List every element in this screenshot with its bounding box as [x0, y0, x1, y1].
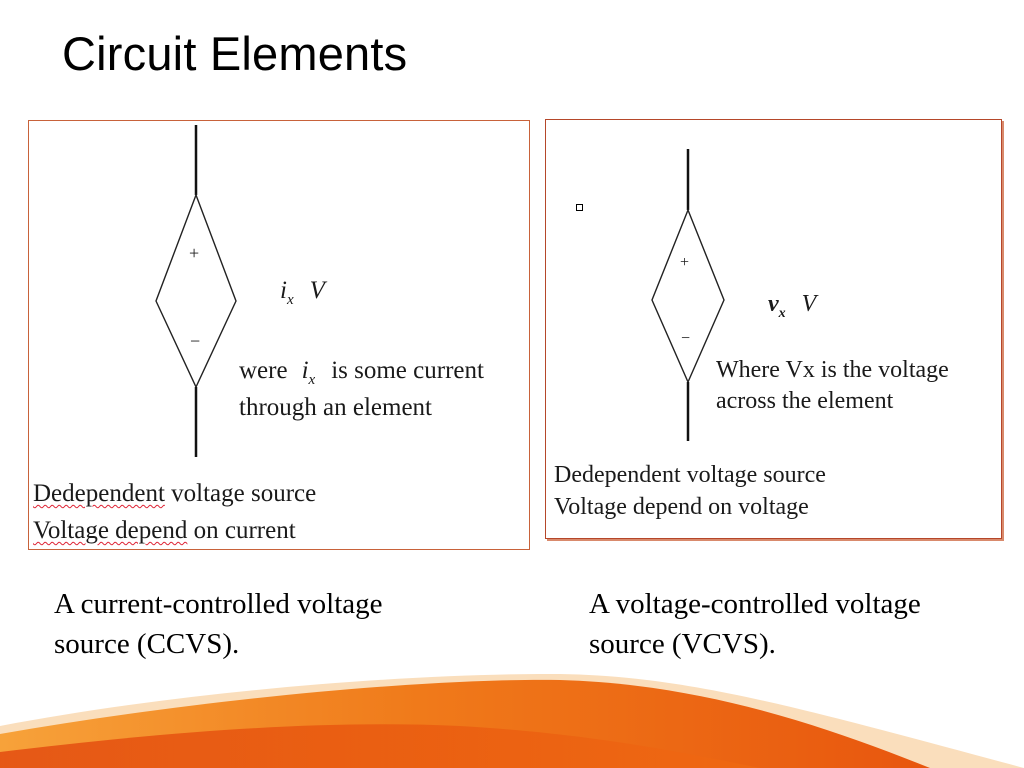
ccvs-label-line1: Dedependent voltage source: [33, 480, 317, 507]
vcvs-caption-line2: source (VCVS).: [589, 628, 776, 660]
ccvs-symbol: [155, 125, 237, 457]
diamond-source-symbol: [155, 193, 237, 389]
vcvs-label-line2: Voltage depend on voltage: [554, 494, 809, 520]
ccvs-description-line2: through an element: [239, 394, 432, 421]
diamond-source-symbol: [651, 208, 725, 384]
vcvs-caption: A voltage-controlled voltage source (VCV…: [589, 584, 921, 664]
plus-sign: +: [680, 254, 690, 271]
vcvs-symbol: [651, 149, 725, 441]
vcvs-description-line1: Where Vx is the voltage: [716, 357, 949, 383]
slide-title: Circuit Elements: [62, 27, 408, 80]
ccvs-caption-line2: source (CCVS).: [54, 628, 240, 660]
vcvs-label-line1: Dedependent voltage source: [554, 462, 826, 488]
decorative-orange-wave: [0, 673, 1024, 768]
minus-sign: −: [190, 331, 201, 351]
vcvs-caption-line1: A voltage-controlled voltage: [589, 588, 921, 620]
ccvs-label-line2: Voltage depend on current: [33, 517, 296, 544]
minus-sign: −: [681, 330, 691, 347]
square-marker: [576, 204, 583, 211]
ccvs-caption-line1: A current-controlled voltage: [54, 588, 383, 620]
ccvs-caption: A current-controlled voltage source (CCV…: [54, 584, 383, 664]
vcvs-description-line2: across the element: [716, 388, 894, 414]
plus-sign: +: [189, 243, 200, 263]
